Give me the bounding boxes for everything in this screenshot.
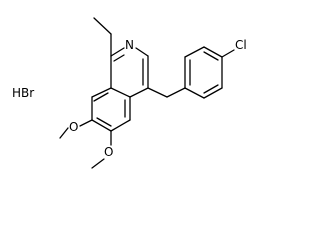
chlorine-label: Cl	[235, 38, 247, 52]
bond-ethyl-ch3	[93, 17, 112, 35]
nitrogen-label: N	[125, 38, 134, 52]
bond-c7-c6-double	[96, 117, 112, 127]
molecule-drawing: N Cl O O HBr	[12, 17, 247, 169]
bond-c-cl	[221, 49, 235, 58]
structure-diagram: N Cl O O HBr	[12, 17, 247, 169]
bond-c1-n2	[110, 47, 125, 57]
bond-n2-c3	[135, 47, 149, 57]
bond-o-ch3-6	[91, 158, 105, 169]
bond-c8a-c8	[91, 87, 112, 98]
bond-c1-n2-double	[113, 54, 125, 62]
bond-c7-o	[79, 119, 93, 127]
bond-c7-c6	[91, 119, 112, 132]
bond-c8a-c8-double	[93, 92, 109, 102]
bond-ar-c3-c4-double	[203, 51, 219, 61]
bond-ar-c5-c6-double	[203, 84, 219, 94]
oxygen-6-label: O	[104, 145, 113, 159]
bond-c4a-c8a	[110, 87, 131, 98]
bond-ar-c6-c1	[184, 87, 205, 99]
salt-label: HBr	[12, 86, 34, 100]
bond-ar-c2-c3	[184, 46, 205, 58]
bond-c6-c5	[110, 119, 131, 132]
bond-c4-c4a	[129, 87, 149, 98]
bond-ch2-ar	[166, 87, 186, 98]
bond-ar-c3-c4	[203, 46, 223, 58]
bond-ar-c5-c6	[203, 87, 223, 99]
oxygen-7-label: O	[69, 120, 78, 134]
bond-o-ch3-7	[59, 127, 69, 139]
bond-c4-ch2	[147, 87, 168, 98]
